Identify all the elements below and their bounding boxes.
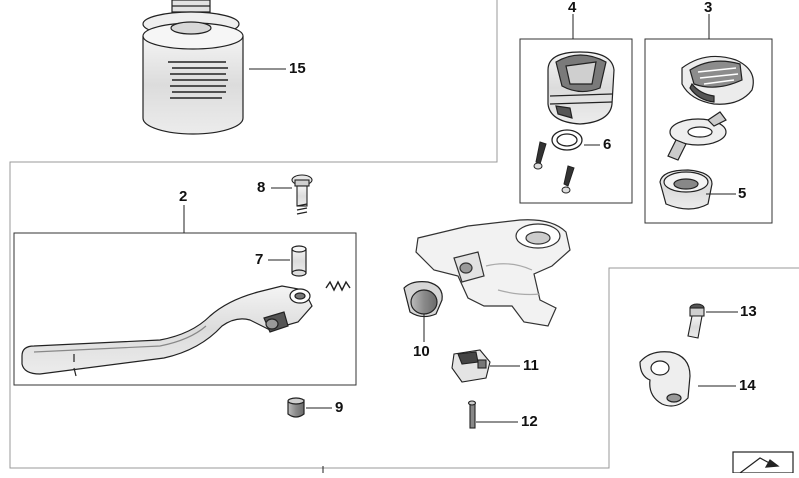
diaphragm-3 (667, 111, 727, 161)
cover-box-4 (519, 38, 633, 204)
callout-12: 12 (521, 413, 538, 430)
master-cylinder-body (415, 219, 571, 327)
seal-ring-6 (551, 129, 583, 151)
pin-12 (467, 400, 477, 429)
callout-6: 6 (603, 136, 612, 153)
float-5 (659, 169, 713, 210)
callout-8: 8 (257, 179, 266, 196)
fluid-can (142, 0, 244, 135)
lever-box (13, 232, 357, 386)
cap-9 (287, 397, 305, 418)
reservoir-cap-3 (681, 55, 754, 105)
spring (325, 280, 351, 292)
clutch-lever-2 (21, 285, 313, 377)
leader-lines (183, 14, 738, 473)
callout-9: 9 (335, 399, 344, 416)
screw-8 (291, 174, 313, 215)
callout-15: 15 (289, 60, 306, 77)
callout-13: 13 (740, 303, 757, 320)
screws-6 (533, 141, 575, 194)
callout-5: 5 (738, 185, 747, 202)
callout-11: 11 (523, 357, 539, 374)
reservoir-cover-4 (547, 51, 615, 125)
clamp-14 (639, 351, 691, 407)
corner-logo (732, 451, 794, 474)
bushing-7 (291, 245, 307, 277)
callout-4: 4 (568, 0, 577, 16)
callout-10: 10 (413, 343, 430, 360)
switch-clip-11 (451, 349, 491, 383)
callout-3: 3 (704, 0, 713, 16)
dust-boot-10 (403, 281, 443, 318)
frame-lines (9, 0, 799, 469)
callout-14: 14 (739, 377, 756, 394)
callout-7: 7 (255, 251, 264, 268)
callout-2: 2 (179, 188, 188, 205)
screw-13 (687, 303, 705, 339)
